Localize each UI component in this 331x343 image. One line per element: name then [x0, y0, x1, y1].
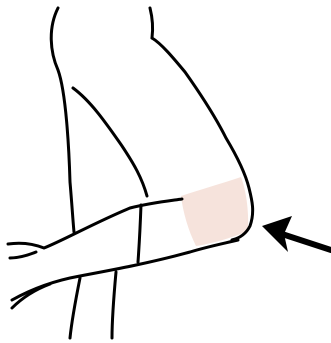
body-line [138, 205, 141, 262]
hand-outline [10, 252, 36, 258]
elbow-highlight [181, 177, 248, 246]
shoulder-outline [150, 8, 153, 38]
leg-left-outline [70, 278, 80, 338]
forearm-bottom-outline [12, 240, 238, 300]
forearm-top-outline [8, 199, 182, 248]
leg-right-outline [112, 272, 116, 338]
arrow-icon [262, 216, 331, 252]
upper-arm-front-outline [51, 8, 74, 232]
inner-arm-line [73, 88, 147, 196]
arrow-shaft [282, 234, 331, 250]
